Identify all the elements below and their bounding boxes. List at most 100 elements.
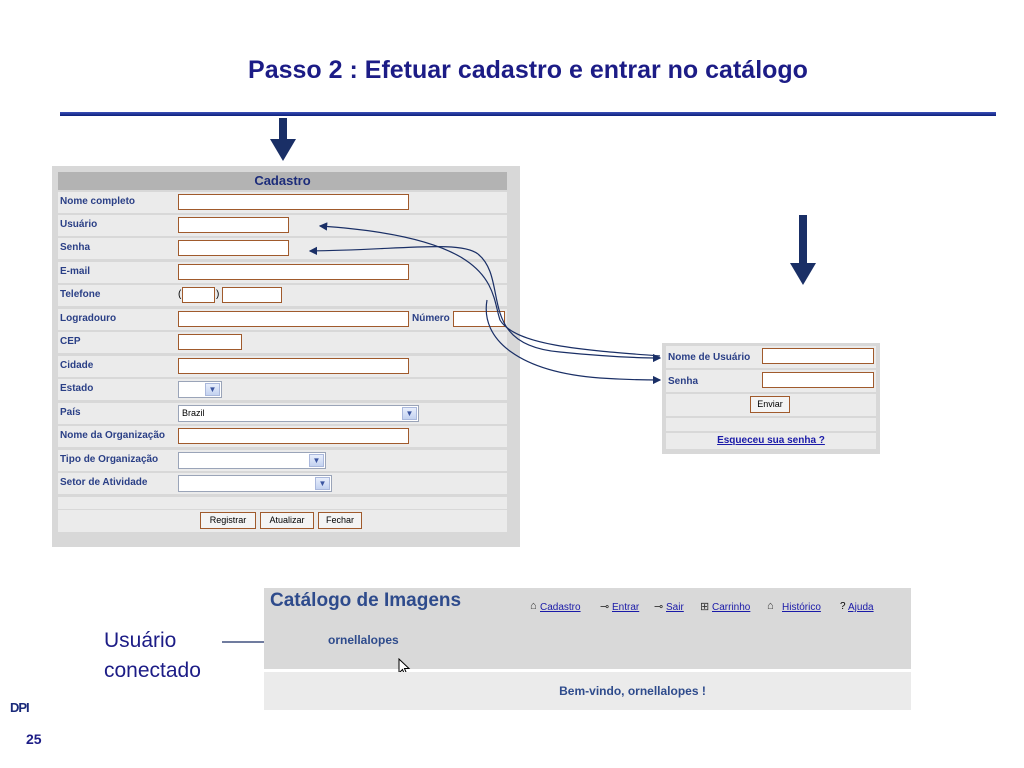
- telefone-input[interactable]: [222, 287, 282, 303]
- connector-senha-login-arrow: [485, 299, 662, 385]
- row-logradouro: Logradouro Número: [58, 309, 507, 330]
- email-input[interactable]: [178, 264, 409, 280]
- cart-icon: ⊞: [700, 601, 710, 613]
- login-form: Nome de Usuário Senha Enviar Esqueceu su…: [662, 343, 880, 454]
- label-nome-organizacao: Nome da Organização: [60, 430, 166, 441]
- label-nome-completo: Nome completo: [60, 196, 136, 207]
- welcome-message: Bem-vindo, ornellalopes !: [559, 684, 706, 698]
- row-pais: País Brazil ▼: [58, 403, 507, 424]
- nav-ajuda-link[interactable]: Ajuda: [848, 602, 874, 613]
- row-estado: Estado ▼: [58, 379, 507, 400]
- paren-open: (: [178, 289, 182, 300]
- login-senha-input[interactable]: [762, 372, 874, 388]
- logradouro-input[interactable]: [178, 311, 409, 327]
- catalog-title: Catálogo de Imagens: [270, 590, 462, 611]
- row-enviar: Enviar: [666, 394, 876, 416]
- history-icon: ⌂: [767, 600, 774, 612]
- row-forgot: Esqueceu sua senha ?: [666, 433, 876, 449]
- row-email: E-mail: [58, 262, 507, 283]
- forgot-password-link[interactable]: Esqueceu sua senha ?: [717, 435, 825, 446]
- catalog-panel: Catálogo de Imagens ⌂ Cadastro ⊸ Entrar …: [264, 588, 911, 710]
- estado-select[interactable]: ▼: [178, 381, 222, 398]
- label-telefone: Telefone: [60, 289, 101, 300]
- label-setor-atividade: Setor de Atividade: [60, 477, 148, 488]
- label-cep: CEP: [60, 336, 81, 347]
- nome-organizacao-input[interactable]: [178, 428, 409, 444]
- cadastro-form: Cadastro Nome completo Usuário Senha E-m…: [52, 166, 520, 547]
- user-connected-label: Usuário conectado: [104, 626, 201, 686]
- row-senha: Senha: [58, 238, 507, 259]
- title-divider: [60, 112, 996, 116]
- down-arrow-icon: [790, 215, 816, 285]
- row-nome-usuario: Nome de Usuário: [666, 346, 876, 368]
- atualizar-button[interactable]: Atualizar: [260, 512, 314, 529]
- row-telefone: Telefone ( ): [58, 285, 507, 306]
- slide-title: Passo 2 : Efetuar cadastro e entrar no c…: [248, 56, 808, 84]
- catalog-header: Catálogo de Imagens ⌂ Cadastro ⊸ Entrar …: [264, 588, 911, 677]
- label-login-senha: Senha: [668, 376, 699, 387]
- nav-sair-link[interactable]: Sair: [666, 602, 684, 613]
- pais-select[interactable]: Brazil ▼: [178, 405, 419, 422]
- key-icon: ⊸: [600, 601, 610, 613]
- cep-input[interactable]: [178, 334, 242, 350]
- nav-entrar-link[interactable]: Entrar: [612, 602, 640, 613]
- label-logradouro: Logradouro: [60, 313, 117, 324]
- label-email: E-mail: [60, 266, 91, 277]
- setor-atividade-select[interactable]: ▼: [178, 475, 332, 492]
- paren-close: ): [216, 289, 220, 300]
- row-login-senha: Senha: [666, 370, 876, 392]
- senha-input[interactable]: [178, 240, 289, 256]
- tipo-organizacao-select[interactable]: ▼: [178, 452, 326, 469]
- dpi-logo: DPI: [10, 700, 30, 715]
- down-arrow-icon: [270, 118, 296, 161]
- user-connected-label-line2: conectado: [104, 659, 201, 682]
- connector-senha-arrow: [308, 246, 479, 256]
- row-cep: CEP: [58, 332, 507, 353]
- label-estado: Estado: [60, 383, 94, 394]
- user-connected-label-line1: Usuário: [104, 629, 177, 652]
- registrar-button[interactable]: Registrar: [200, 512, 256, 529]
- cidade-input[interactable]: [178, 358, 409, 374]
- chevron-down-icon: ▼: [402, 407, 417, 420]
- chevron-down-icon: ▼: [205, 383, 220, 396]
- enviar-button[interactable]: Enviar: [750, 396, 790, 413]
- label-tipo-organizacao: Tipo de Organização: [60, 454, 159, 465]
- telefone-ddd-input[interactable]: [182, 287, 215, 303]
- label-nome-usuario: Nome de Usuário: [668, 352, 751, 363]
- nome-completo-input[interactable]: [178, 194, 409, 210]
- row-nome-completo: Nome completo: [58, 192, 507, 213]
- key-icon: ⊸: [654, 601, 664, 613]
- fechar-button[interactable]: Fechar: [318, 512, 362, 529]
- help-icon: ?: [840, 601, 846, 612]
- connected-username: ornellalopes: [328, 633, 399, 647]
- row-usuario: Usuário: [58, 215, 507, 236]
- cadastro-header: Cadastro: [58, 172, 507, 190]
- row-login-spacer: [666, 418, 876, 431]
- page-number: 25: [26, 731, 42, 747]
- connector-to-login-arrow: [477, 253, 662, 363]
- chevron-down-icon: ▼: [315, 477, 330, 490]
- nome-usuario-input[interactable]: [762, 348, 874, 364]
- label-usuario: Usuário: [60, 219, 98, 230]
- label-pais: País: [60, 407, 81, 418]
- row-buttons: Registrar Atualizar Fechar: [58, 510, 507, 532]
- label-cidade: Cidade: [60, 360, 94, 371]
- label-numero: Número: [412, 313, 450, 324]
- nav-historico-link[interactable]: Histórico: [782, 602, 821, 613]
- row-cidade: Cidade: [58, 356, 507, 377]
- nav-cadastro-link[interactable]: Cadastro: [540, 602, 581, 613]
- label-senha: Senha: [60, 242, 91, 253]
- welcome-bar: Bem-vindo, ornellalopes !: [264, 672, 911, 710]
- connector-usuario-arrow: [318, 222, 661, 357]
- row-nome-organizacao: Nome da Organização: [58, 426, 507, 447]
- home-icon: ⌂: [530, 600, 537, 612]
- dpi-logo-text: DPI: [10, 700, 30, 715]
- row-spacer: [58, 497, 507, 509]
- usuario-input[interactable]: [178, 217, 289, 233]
- pais-selected-value: Brazil: [182, 408, 205, 418]
- row-setor-atividade: Setor de Atividade ▼: [58, 473, 507, 494]
- chevron-down-icon: ▼: [309, 454, 324, 467]
- nav-carrinho-link[interactable]: Carrinho: [712, 602, 751, 613]
- numero-input[interactable]: [453, 311, 505, 327]
- row-tipo-organizacao: Tipo de Organização ▼: [58, 450, 507, 471]
